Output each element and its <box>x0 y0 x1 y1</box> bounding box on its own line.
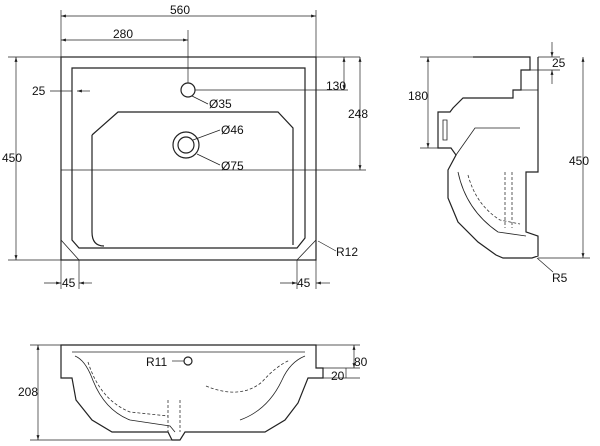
front-bowl-outer <box>74 355 306 433</box>
side-bowl-top <box>455 127 520 156</box>
dim-front-rim: 80 <box>354 355 368 369</box>
waste-inner-ring <box>177 136 195 154</box>
waste-outer-ring <box>172 131 200 159</box>
dim-overall-depth: 450 <box>2 151 22 165</box>
bowl-outline-top <box>91 111 294 245</box>
dim-waste-inner: Ø46 <box>221 123 244 137</box>
dim-front-height: 208 <box>18 385 38 399</box>
front-overflow-hole <box>183 356 193 366</box>
dim-front-overflow-radius: R11 <box>146 355 167 369</box>
plan-dimensions: 560 280 450 25 130 248 Ø35 Ø46 Ø75 R12 4… <box>2 3 368 290</box>
dim-corner-radius: R12 <box>336 245 358 259</box>
bowl-outline-left <box>91 135 105 247</box>
dim-chamfer-left: 45 <box>62 276 76 290</box>
side-bowl-inner <box>457 171 527 237</box>
front-bowl-hidden <box>87 359 291 417</box>
front-dimensions: 80 20 208 R11 <box>18 344 368 441</box>
dim-side-depth: 450 <box>569 154 589 168</box>
dim-side-height: 180 <box>408 89 428 103</box>
side-dimensions: 25 180 450 R5 <box>408 42 590 285</box>
tap-hole <box>180 82 196 98</box>
side-rim-lines <box>521 69 538 91</box>
basin-outline <box>60 56 317 261</box>
dim-waste-to-back: 248 <box>348 107 368 121</box>
dim-chamfer-right: 45 <box>297 276 311 290</box>
side-waste-hidden <box>504 172 513 228</box>
side-outline <box>437 56 539 259</box>
plan-view <box>60 56 317 261</box>
dim-side-rim: 25 <box>552 56 566 70</box>
dim-tap-hole: Ø35 <box>209 97 232 111</box>
dim-front-step: 20 <box>331 369 345 383</box>
dim-overall-width: 560 <box>170 3 190 17</box>
dim-tap-offset: 280 <box>113 27 133 41</box>
left-chamfer <box>60 239 80 261</box>
right-chamfer <box>296 239 317 261</box>
side-view <box>437 56 539 259</box>
side-overflow <box>442 119 448 141</box>
front-view <box>60 344 324 441</box>
basin-rim-edge <box>71 67 306 249</box>
dim-side-radius: R5 <box>552 271 568 285</box>
front-waste-hidden <box>167 400 181 432</box>
dim-tap-to-back: 130 <box>326 79 346 93</box>
dim-rim-width: 25 <box>32 84 46 98</box>
side-bowl-hidden <box>467 174 521 225</box>
dim-waste-outer: Ø75 <box>221 159 244 173</box>
